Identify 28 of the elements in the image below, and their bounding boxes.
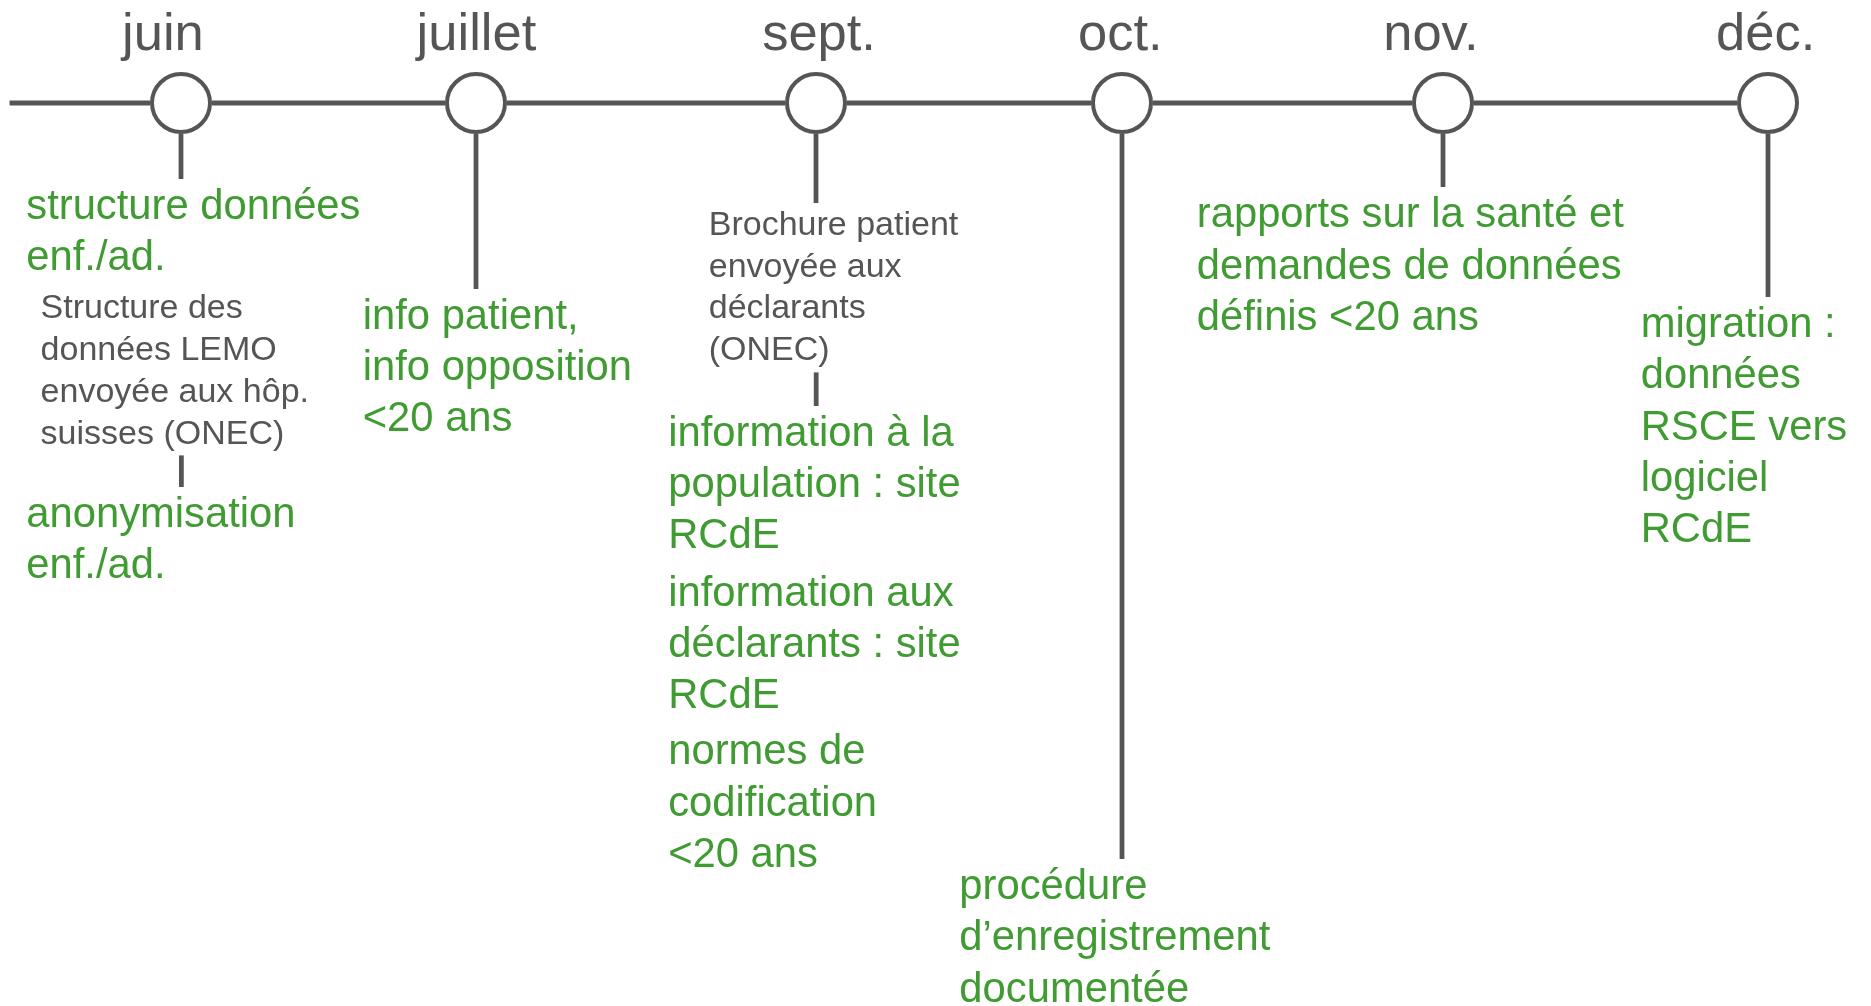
milestone-text: procédure d’enregistrement documentée xyxy=(959,859,1300,1006)
timeline-line xyxy=(212,100,445,106)
month-label: oct. xyxy=(1078,4,1163,60)
connector-line xyxy=(813,372,819,406)
connector-line xyxy=(473,134,479,289)
timeline-line xyxy=(847,100,1091,106)
milestone-text: migration : données RSCE vers logiciel RCdE xyxy=(1640,297,1870,554)
note-text: Structure des données LEMO envoyée aux hôp. suisses (ONEC) xyxy=(40,286,327,454)
connector-line xyxy=(1119,134,1125,859)
timeline-line xyxy=(1474,100,1737,106)
month-label: juillet xyxy=(416,4,537,60)
note-text: Brochure patient envoyée aux déclarants (ONEC) xyxy=(708,202,978,370)
timeline-line xyxy=(1153,100,1412,106)
connector-line xyxy=(179,455,184,487)
milestone-text: anonymisation enf./ad. xyxy=(26,486,319,590)
connector-line xyxy=(1440,134,1446,187)
milestone-text: info patient, info opposition <20 ans xyxy=(362,288,656,443)
connector-line xyxy=(1765,134,1771,297)
connector-line xyxy=(178,134,184,179)
month-label: sept. xyxy=(762,4,876,60)
connector-line xyxy=(813,134,819,203)
milestone-text: structure données enf./ad. xyxy=(26,179,385,282)
timeline-line xyxy=(507,100,785,106)
timeline-line xyxy=(9,100,150,106)
month-label: déc. xyxy=(1716,4,1816,60)
milestone-text: normes de codification <20 ans xyxy=(668,725,879,878)
month-label: nov. xyxy=(1383,4,1479,60)
month-label: juin xyxy=(122,4,204,60)
